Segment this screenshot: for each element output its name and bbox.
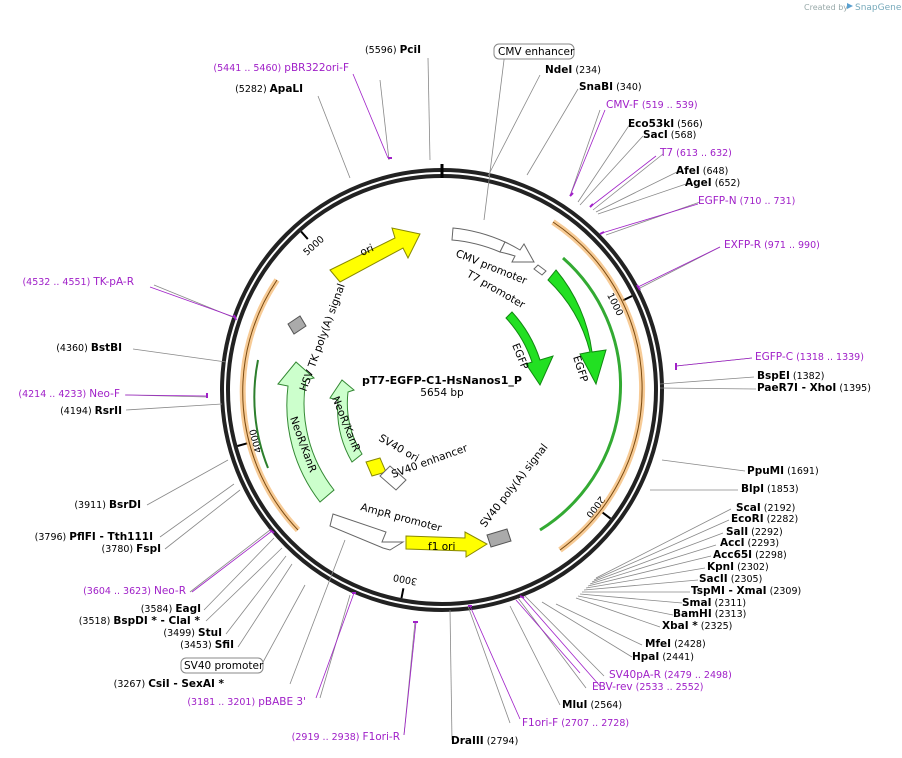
credit-brand: SnapGene bbox=[855, 3, 902, 13]
neo-cds-arc bbox=[253, 359, 269, 469]
ruler-tick bbox=[300, 230, 309, 240]
primer-label[interactable]: (3181 .. 3201) pBABE 3' bbox=[187, 696, 306, 708]
left-annotations: (5596) PciI (5441 .. 5460) pBR322ori-F (52… bbox=[18, 44, 421, 743]
enzyme-site-label[interactable]: SmaI (2311) bbox=[682, 597, 746, 609]
primer-label[interactable]: F1ori-F (2707 .. 2728) bbox=[522, 717, 629, 729]
enzyme-site-label[interactable]: (3453) SfiI bbox=[180, 639, 234, 651]
enzyme-site-label[interactable]: Eco53kI (566) bbox=[628, 118, 703, 130]
primer-label[interactable]: EXFP-R (971 .. 990) bbox=[724, 239, 820, 251]
enzyme-site-label[interactable]: BlpI (1853) bbox=[741, 483, 799, 495]
enzyme-site-label[interactable]: (3796) PflFI - Tth111I bbox=[35, 531, 153, 543]
primer-leaders bbox=[124, 73, 753, 736]
sv40-polya-label: SV40 poly(A) signal bbox=[478, 442, 551, 530]
ruler-tick bbox=[601, 511, 612, 520]
enzyme-site-label[interactable]: TspMI - XmaI (2309) bbox=[691, 585, 801, 597]
primer-label[interactable]: EGFP-C (1318 .. 1339) bbox=[755, 351, 864, 363]
primer-label[interactable]: (5441 .. 5460) pBR322ori-F bbox=[213, 62, 349, 74]
f1-ori-label: f1 ori bbox=[428, 541, 455, 553]
enzyme-site-label[interactable]: (3780) FspI bbox=[102, 543, 161, 555]
ampr-promoter-feature[interactable] bbox=[329, 513, 405, 551]
enzyme-site-label[interactable]: SalI (2292) bbox=[726, 526, 783, 538]
sv40-enhancer-feature[interactable] bbox=[379, 465, 407, 491]
sv40-promoter-label: SV40 promoter bbox=[184, 660, 264, 672]
t7-promoter-feature[interactable] bbox=[533, 264, 547, 276]
enzyme-site-label[interactable]: (3584) EagI bbox=[141, 603, 201, 615]
enzyme-site-label[interactable]: BspEI (1382) bbox=[757, 370, 824, 382]
plasmid-length: 5654 bp bbox=[420, 387, 464, 399]
primer-label[interactable]: EGFP-N (710 .. 731) bbox=[698, 195, 795, 207]
leader-lines bbox=[125, 51, 757, 741]
primer-label[interactable]: CMV-F (519 .. 539) bbox=[606, 99, 698, 111]
enzyme-site-label[interactable]: SacII (2305) bbox=[699, 573, 762, 585]
hsv-tk-polya-label: HSV TK poly(A) signal bbox=[298, 282, 348, 393]
enzyme-site-label[interactable]: (3911) BsrDI bbox=[74, 499, 141, 511]
ori-label: ori bbox=[358, 242, 375, 259]
cmv-enhancer-box bbox=[493, 43, 575, 60]
enzyme-site-label[interactable]: EcoRI (2282) bbox=[731, 513, 798, 525]
primer-label[interactable]: (4532 .. 4551) TK-pA-R bbox=[22, 276, 134, 288]
enzyme-site-label[interactable]: AfeI (648) bbox=[676, 165, 728, 177]
ruler-tick bbox=[237, 442, 248, 447]
primer-label[interactable]: T7 (613 .. 632) bbox=[659, 147, 732, 159]
enzyme-site-label[interactable]: HpaI (2441) bbox=[632, 651, 694, 663]
enzyme-site-label[interactable]: AgeI (652) bbox=[685, 177, 740, 189]
enzyme-site-label[interactable]: (3518) BspDI * - ClaI * bbox=[79, 615, 201, 627]
cmv-promoter-feature[interactable] bbox=[499, 241, 535, 263]
enzyme-site-label[interactable]: SnaBI (340) bbox=[579, 81, 642, 93]
primer-label[interactable]: SV40pA-R (2479 .. 2498) bbox=[609, 669, 732, 681]
enzyme-site-label[interactable]: SacI (568) bbox=[643, 129, 696, 141]
neor-outer-feature[interactable] bbox=[277, 361, 335, 503]
enzyme-site-label[interactable]: (3499) StuI bbox=[163, 627, 222, 639]
egfp-cds-arc bbox=[539, 256, 622, 532]
f1-ori-feature[interactable] bbox=[405, 531, 488, 558]
enzyme-site-label[interactable]: AccI (2293) bbox=[720, 537, 779, 549]
enzyme-site-label[interactable]: (4194) RsrII bbox=[60, 405, 122, 417]
ruler-tick bbox=[400, 588, 405, 599]
neor-inner-feature[interactable] bbox=[329, 379, 363, 463]
plasmid-name: pT7-EGFP-C1-HsNanos1_P bbox=[362, 374, 522, 387]
enzyme-site-label[interactable]: DraIII (2794) bbox=[451, 735, 518, 747]
enzyme-site-label[interactable]: MluI (2564) bbox=[562, 699, 622, 711]
egfp-inner-feature[interactable] bbox=[505, 311, 554, 387]
enzyme-site-label[interactable]: Acc65I (2298) bbox=[713, 549, 787, 561]
primer-label[interactable]: (3604 .. 3623) Neo-R bbox=[83, 585, 186, 597]
credit-prefix: Created by bbox=[804, 3, 848, 12]
enzyme-site-label[interactable]: PpuMI (1691) bbox=[747, 465, 819, 477]
enzyme-site-label[interactable]: MfeI (2428) bbox=[645, 638, 706, 650]
hsv-tk-polya-feature[interactable] bbox=[287, 315, 307, 335]
enzyme-site-label[interactable]: BamHI (2313) bbox=[673, 608, 746, 620]
sv40-polya-feature[interactable] bbox=[486, 528, 512, 548]
enzyme-site-label[interactable]: KpnI (2302) bbox=[707, 561, 769, 573]
egfp-primer-line bbox=[552, 221, 643, 551]
enzyme-site-label[interactable]: NdeI (234) bbox=[545, 64, 601, 76]
cmv-enhancer-label: CMV enhancer bbox=[498, 46, 575, 58]
primer-label[interactable]: EBV-rev (2533 .. 2552) bbox=[592, 681, 704, 693]
primer-label[interactable]: (4214 .. 4233) Neo-F bbox=[18, 388, 120, 400]
enzyme-site-label[interactable]: (5282) ApaLI bbox=[235, 83, 303, 95]
sv40-promoter-box bbox=[180, 657, 264, 674]
enzyme-site-label[interactable]: ScaI (2192) bbox=[736, 502, 795, 514]
enzyme-site-label[interactable]: (3267) CsiI - SexAI * bbox=[114, 678, 225, 690]
enzyme-site-label[interactable]: PaeR7I - XhoI (1395) bbox=[757, 382, 871, 394]
egfp-outer-feature[interactable] bbox=[547, 269, 607, 386]
enzyme-site-label[interactable]: (4360) BstBI bbox=[56, 342, 122, 354]
enzyme-site-label[interactable]: XbaI * (2325) bbox=[662, 620, 732, 632]
primer-label[interactable]: (2919 .. 2938) F1ori-R bbox=[292, 731, 400, 743]
ruler-tick-label: 3000 bbox=[392, 571, 418, 586]
right-annotations: NdeI (234) SnaBI (340) CMV-F (519 .. 539) E… bbox=[451, 64, 871, 747]
snapgene-logo-icon bbox=[847, 3, 853, 9]
enzyme-site-label[interactable]: (5596) PciI bbox=[365, 44, 421, 56]
neo-primer-line bbox=[242, 279, 299, 531]
ori-feature[interactable] bbox=[329, 227, 421, 283]
